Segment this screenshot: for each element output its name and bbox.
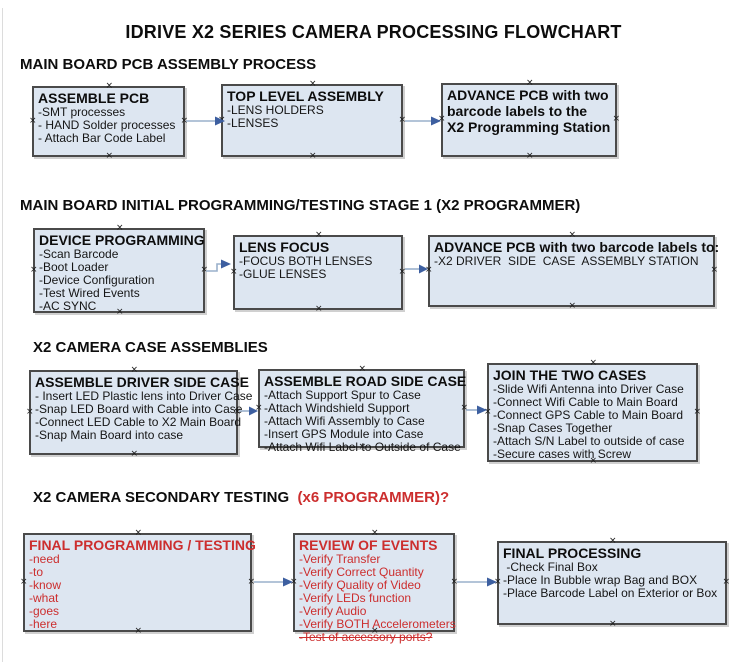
box-item: -Verify LEDs function (299, 591, 412, 605)
box-item: -SMT processes (38, 105, 126, 119)
box-title: ADVANCE PCB with two barcode labels to t… (447, 87, 611, 135)
box-item: -AC SYNC (39, 299, 97, 313)
box-item: -Attach Wifi Label to Outside of Case (264, 440, 461, 454)
box-item: -Scan Barcode (39, 247, 119, 261)
box-item: - HAND Solder processes (38, 118, 176, 132)
box-item: -know (29, 578, 62, 592)
connection-anchor-icon: × (130, 449, 139, 459)
connection-anchor-icon: × (710, 265, 718, 275)
flow-arrow (206, 259, 231, 272)
connection-anchor-icon: × (568, 301, 577, 311)
box-item: -Verify BOTH Accelerometers (299, 617, 456, 631)
connection-anchor-icon: × (105, 151, 114, 161)
box-item: -Verify Quality of Video (299, 578, 421, 592)
box-lens-focus: LENS FOCUS -FOCUS BOTH LENSES -GLUE LENS… (230, 231, 406, 314)
section-header-secondary-testing: X2 CAMERA SECONDARY TESTING (x6 PROGRAMM… (33, 489, 449, 506)
box-item: -Check Final Box (503, 560, 598, 574)
connection-anchor-icon: × (722, 577, 730, 587)
box-assemble-pcb: ASSEMBLE PCB -SMT processes - HAND Solde… (29, 82, 188, 161)
box-title: TOP LEVEL ASSEMBLY (227, 88, 384, 104)
box-item: -Device Configuration (39, 273, 155, 287)
flow-arrow (239, 406, 258, 416)
box-title: ADVANCE PCB with two barcode labels to: (434, 239, 720, 255)
section-header-red-part: (x6 PROGRAMMER)? (297, 489, 450, 506)
flow-arrow (254, 577, 293, 587)
box-title: FINAL PROGRAMMING / TESTING (29, 537, 256, 553)
box-item-strikethrough: -Test of accessory ports? (299, 630, 433, 644)
box-title: FINAL PROCESSING (503, 545, 642, 561)
box-final-processing: FINAL PROCESSING -Check Final Box -Place… (494, 537, 730, 629)
box-item: -Attach Support Spur to Case (264, 388, 421, 402)
box-item: -here (29, 617, 58, 631)
box-item: -to (29, 565, 44, 579)
connection-anchor-icon: × (612, 114, 620, 124)
box-item: -need (29, 552, 60, 566)
section-header-initial-programming: MAIN BOARD INITIAL PROGRAMMING/TESTING S… (20, 197, 581, 214)
box-item: -Attach Windshield Support (264, 401, 410, 415)
box-item: -goes (29, 604, 60, 618)
connection-anchor-icon: × (693, 406, 701, 417)
connection-anchor-icon: × (309, 151, 317, 161)
box-item: -Connect Wifi Cable to Main Board (493, 395, 678, 409)
connection-anchor-icon: × (609, 619, 617, 629)
box-top-level-assembly: TOP LEVEL ASSEMBLY -LENS HOLDERS -LENSES… (218, 80, 406, 161)
box-item: -Verify Transfer (299, 552, 381, 566)
flow-arrow (466, 405, 487, 415)
flow-arrow (405, 264, 428, 274)
box-assemble-driver-side-case: ASSEMBLE DRIVER SIDE CASE - Insert LED P… (26, 366, 253, 459)
box-device-programming: DEVICE PROGRAMMING -Scan Barcode -Boot L… (30, 224, 208, 317)
connection-anchor-icon: × (26, 406, 34, 417)
box-title: ASSEMBLE DRIVER SIDE CASE (35, 374, 249, 390)
box-item: -Verify Audio (299, 604, 367, 618)
box-item: -Insert GPS Module into Case (264, 427, 424, 441)
box-title: JOIN THE TWO CASES (493, 367, 647, 383)
box-item: -Snap LED Board with Cable into Case (35, 402, 243, 416)
page-edge-line (2, 8, 3, 662)
box-title: LENS FOCUS (239, 239, 330, 255)
box-item: -X2 DRIVER SIDE CASE ASSEMBLY STATION (434, 254, 699, 268)
box-assemble-road-side-case: ASSEMBLE ROAD SIDE CASE -Attach Support … (255, 365, 468, 454)
flow-arrow (405, 116, 441, 126)
box-item: -Attach S/N Label to outside of case (493, 434, 685, 448)
flow-arrow (186, 116, 225, 126)
connection-anchor-icon: × (526, 151, 534, 161)
box-item: - Attach Bar Code Label (38, 131, 166, 145)
box-item: -Slide Wifi Antenna into Driver Case (493, 382, 684, 396)
box-item: -Boot Loader (39, 260, 109, 274)
box-advance-pcb-driver-side-station: ADVANCE PCB with two barcode labels to: … (425, 231, 720, 311)
box-final-programming-testing: FINAL PROGRAMMING / TESTING -need -to -k… (20, 529, 256, 636)
box-title: ASSEMBLE PCB (38, 90, 150, 106)
connection-anchor-icon: × (30, 264, 38, 275)
connection-anchor-icon: × (20, 576, 28, 587)
box-item: -Snap Main Board into case (35, 428, 184, 442)
box-item: -Place Barcode Label on Exterior or Box (503, 586, 718, 600)
box-item: -Snap Cases Together (493, 421, 613, 435)
box-item: -Attach Wifi Assembly to Case (264, 414, 425, 428)
section-header-case-assemblies: X2 CAMERA CASE ASSEMBLIES (33, 339, 268, 356)
box-item: -Place In Bubble wrap Bag and BOX (503, 573, 698, 587)
section-header-pcb-assembly: MAIN BOARD PCB ASSEMBLY PROCESS (20, 56, 317, 73)
box-item: -LENS HOLDERS (227, 103, 324, 117)
box-item: -Connect LED Cable to X2 Main Board (35, 415, 242, 429)
section-header-black-part: X2 CAMERA SECONDARY TESTING (33, 489, 298, 506)
box-item: -FOCUS BOTH LENSES (239, 254, 373, 268)
box-review-of-events: REVIEW OF EVENTS -Verify Transfer -Verif… (290, 529, 458, 644)
box-item: -GLUE LENSES (239, 267, 327, 281)
box-item: -Verify Correct Quantity (299, 565, 424, 579)
box-item: -Test Wired Events (39, 286, 140, 300)
box-item: -Connect GPS Cable to Main Board (493, 408, 684, 422)
box-join-the-two-cases: JOIN THE TWO CASES -Slide Wifi Antenna i… (484, 359, 701, 466)
box-advance-pcb-programming-station: ADVANCE PCB with two barcode labels to t… (438, 79, 620, 161)
box-item: -Secure cases with Screw (493, 447, 632, 461)
box-item: -LENSES (227, 116, 279, 130)
box-title: DEVICE PROGRAMMING (39, 232, 205, 248)
box-title: REVIEW OF EVENTS (299, 537, 438, 553)
flow-arrow (457, 577, 497, 587)
box-title: ASSEMBLE ROAD SIDE CASE (264, 373, 467, 389)
box-item: -what (29, 591, 59, 605)
page-title: IDRIVE X2 SERIES CAMERA PROCESSING FLOWC… (125, 22, 622, 42)
connection-anchor-icon: × (29, 115, 37, 126)
box-item: - Insert LED Plastic lens into Driver Ca… (35, 389, 253, 403)
connection-anchor-icon: × (315, 304, 323, 314)
